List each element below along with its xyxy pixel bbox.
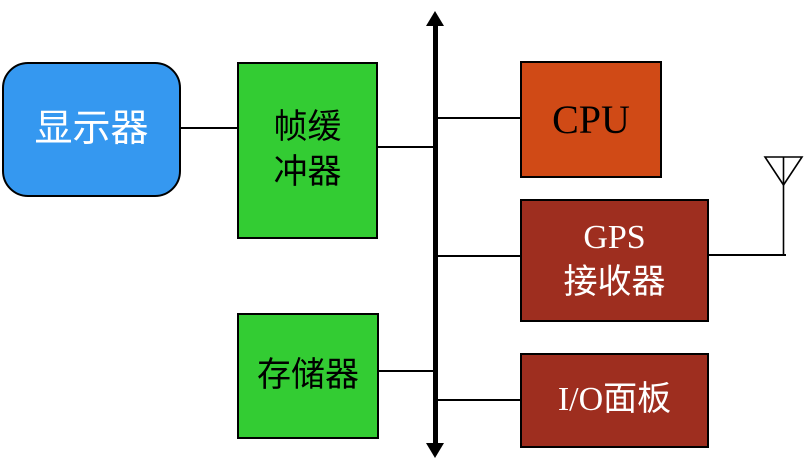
- system-bus-line: [433, 20, 438, 446]
- node-io-panel-label: I/O面板: [557, 381, 672, 419]
- node-gps-receiver-label: GPS 接收器: [563, 219, 666, 301]
- node-cpu: CPU: [520, 61, 662, 178]
- node-display: 显示器: [2, 62, 181, 197]
- wire-bus-cpu: [436, 117, 520, 119]
- node-memory: 存储器: [237, 313, 379, 439]
- wire-display-framebuffer: [181, 127, 237, 129]
- node-frame-buffer: 帧缓 冲器: [237, 62, 378, 239]
- wire-gps-antenna: [709, 254, 786, 256]
- node-memory-label: 存储器: [257, 356, 359, 394]
- bus-arrow-down-icon: [426, 443, 444, 458]
- node-cpu-label: CPU: [552, 96, 630, 142]
- node-gps-receiver: GPS 接收器: [520, 199, 709, 322]
- node-frame-buffer-label: 帧缓 冲器: [273, 109, 342, 191]
- wire-framebuffer-bus: [378, 146, 436, 148]
- wire-bus-io-panel: [436, 399, 520, 401]
- wire-bus-gps-receiver: [436, 255, 520, 257]
- node-io-panel: I/O面板: [520, 353, 709, 448]
- node-display-label: 显示器: [34, 107, 149, 150]
- bus-arrow-up-icon: [426, 11, 444, 26]
- wire-memory-bus: [379, 370, 436, 372]
- antenna-icon: [763, 156, 804, 256]
